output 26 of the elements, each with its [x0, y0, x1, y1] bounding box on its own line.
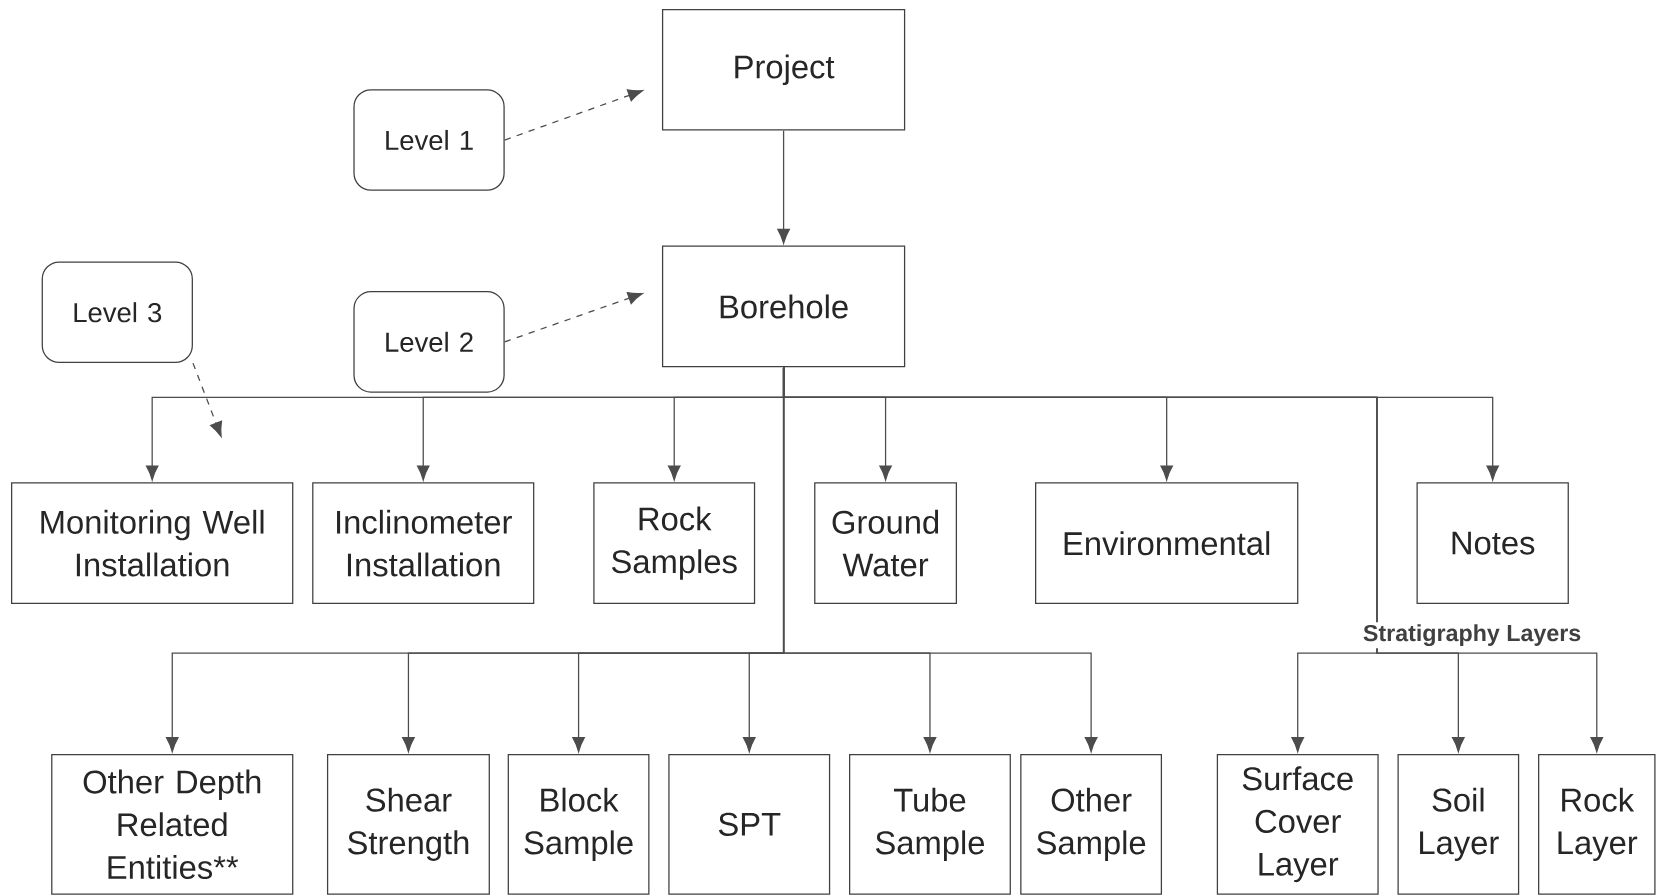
entity-box: SPT	[668, 753, 831, 895]
entity-box: Shear Strength	[326, 753, 490, 895]
entity-box: Other Depth Related Entities**	[51, 753, 294, 895]
arrow	[504, 292, 643, 343]
entity-box: Block Sample	[507, 753, 650, 895]
level-box: Level 3	[41, 261, 193, 364]
entity-box: Ground Water	[814, 482, 957, 604]
level-box: Level 2	[353, 290, 505, 393]
entity-box: Rock Layer	[1538, 753, 1656, 895]
entity-box: Soil Layer	[1397, 753, 1520, 895]
arrow	[192, 362, 223, 437]
entity-box: Notes	[1416, 482, 1569, 604]
entity-box: Rock Samples	[593, 482, 756, 604]
arrow	[504, 89, 643, 141]
entity-box: Surface Cover Layer	[1216, 753, 1379, 895]
entity-box: Borehole	[661, 245, 906, 368]
entity-box: Tube Sample	[849, 753, 1011, 895]
entity-box: Inclinometer Installation	[312, 482, 535, 604]
entity-box: Other Sample	[1020, 753, 1163, 895]
entity-box: Environmental	[1035, 482, 1299, 604]
group-label: Stratigraphy Layers	[1360, 622, 1584, 649]
level-box: Level 1	[353, 89, 505, 191]
arrow	[782, 366, 1604, 753]
entity-box: Monitoring Well Installation	[11, 482, 294, 604]
arrow	[777, 129, 790, 244]
entity-box: Project	[661, 8, 906, 131]
